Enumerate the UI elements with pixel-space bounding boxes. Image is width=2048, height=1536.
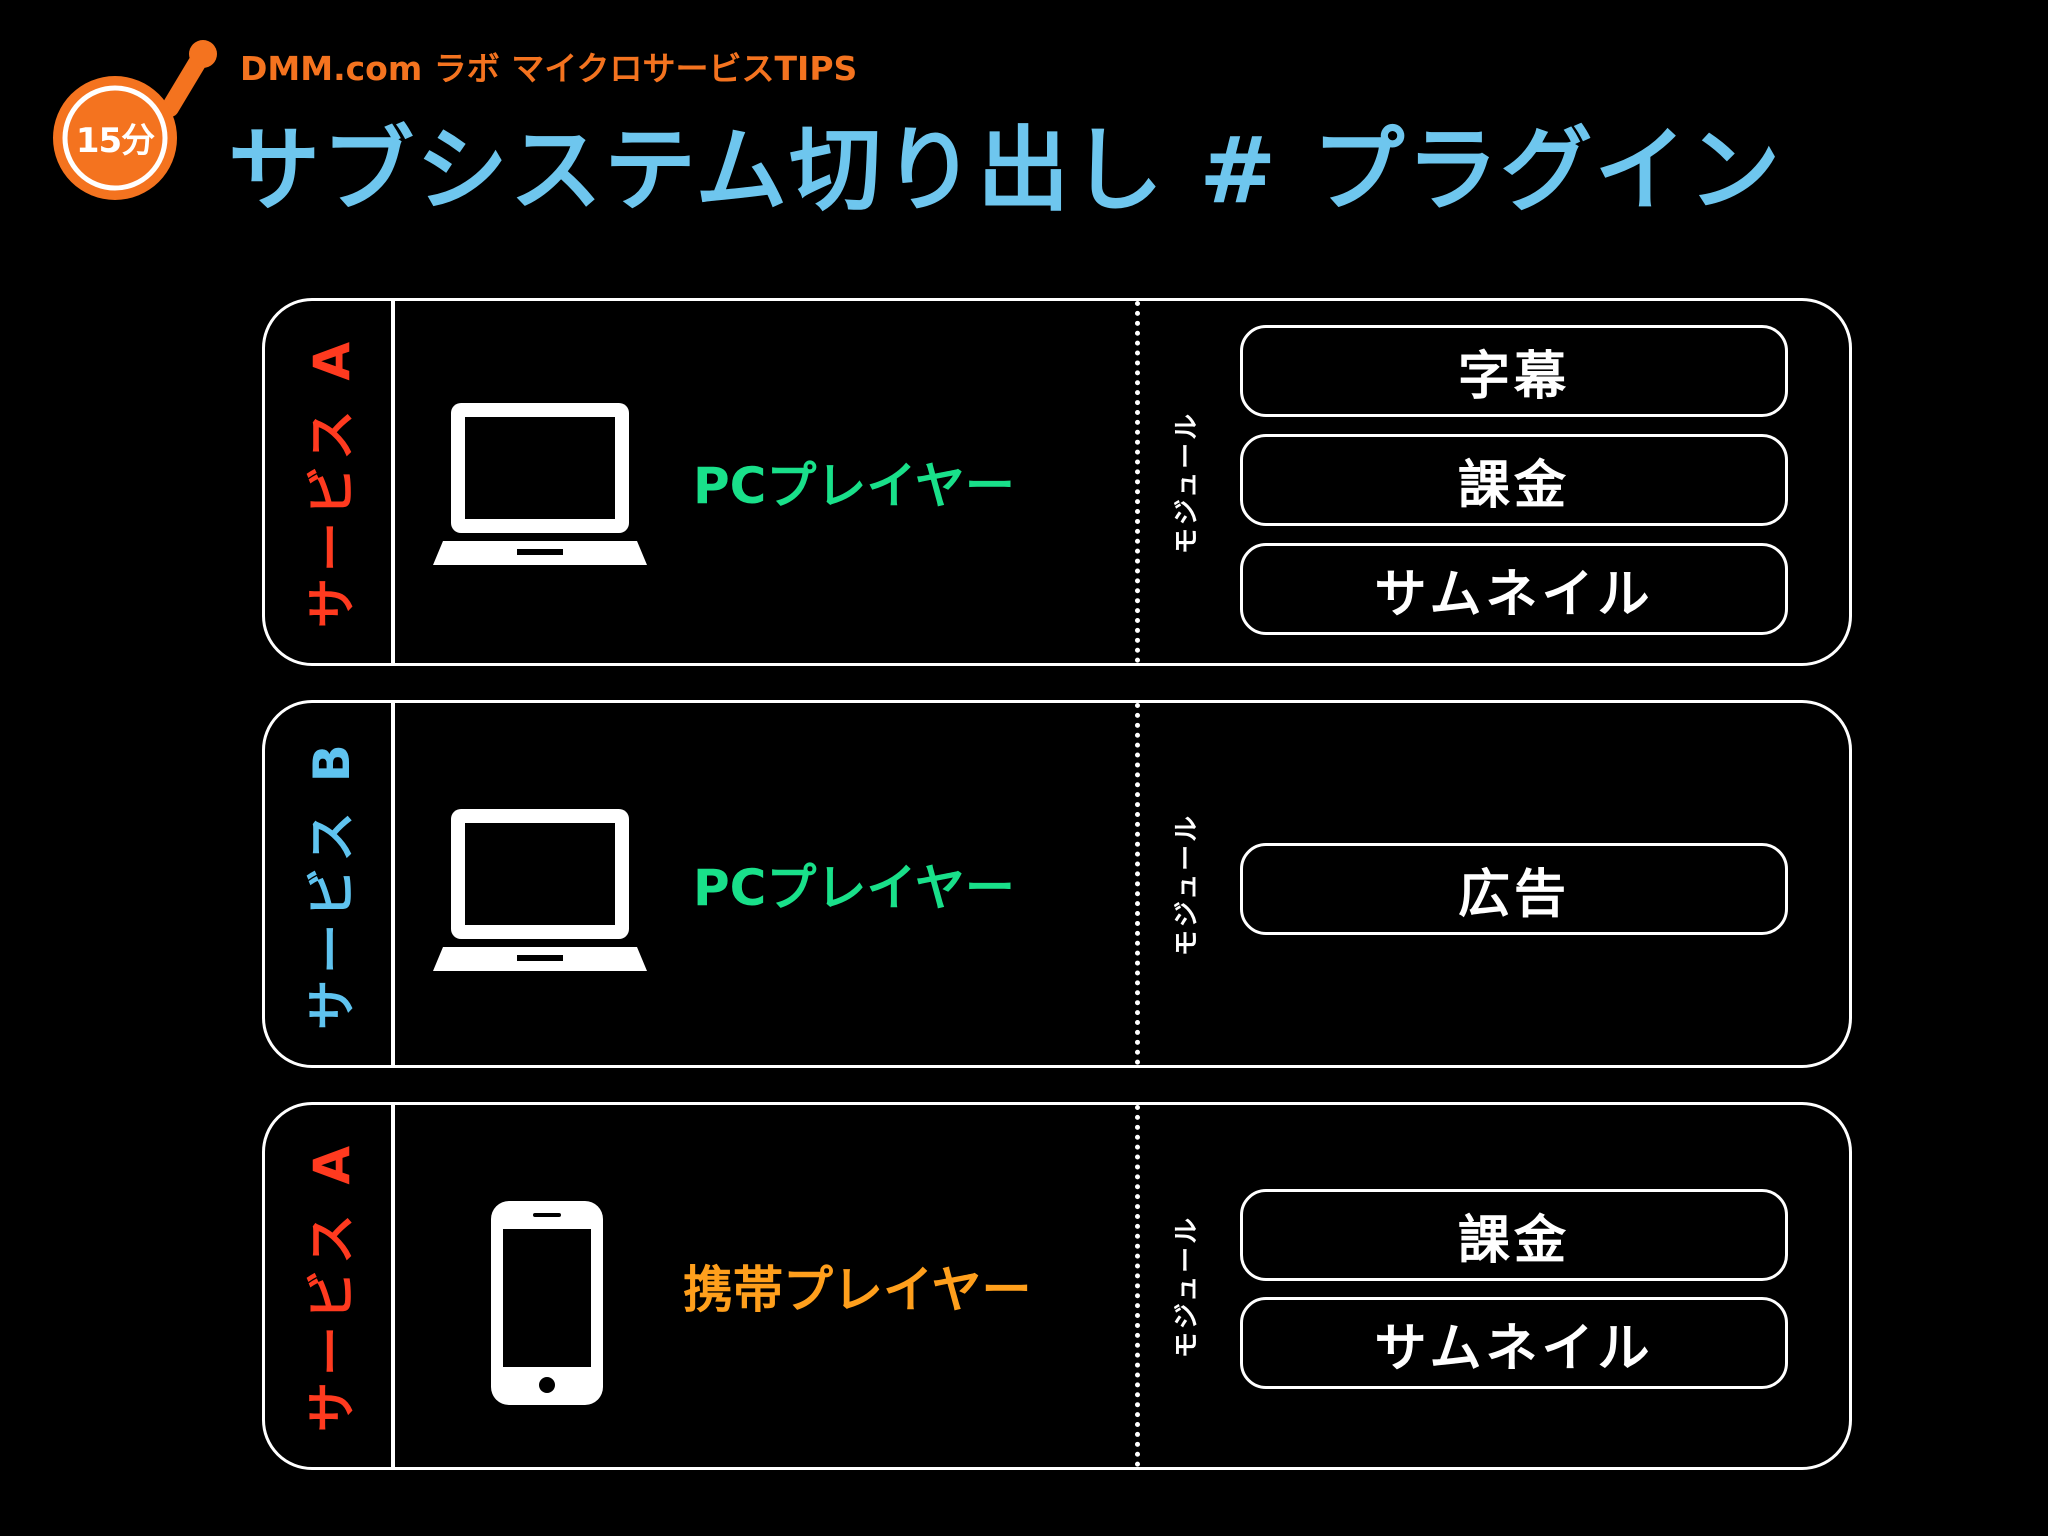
module-box: 字幕 [1240, 325, 1788, 417]
divider-line [391, 1105, 395, 1467]
divider-line [391, 301, 395, 663]
player-label: PCプレイヤー [693, 457, 1015, 515]
module-box: 課金 [1240, 434, 1788, 526]
laptop-icon [433, 809, 647, 971]
divider-line [391, 703, 395, 1065]
service-label: サービス A [303, 1139, 362, 1433]
service-label: サービス A [303, 335, 362, 629]
service-panel-b-pc: サービス B PCプレイヤー モジュール 広告 [262, 700, 1852, 1068]
module-boundary-line [1135, 703, 1140, 1065]
service-label: サービス B [303, 738, 361, 1030]
service-panel-a-pc: サービス A PCプレイヤー モジュール 字幕 課金 サムネイル [262, 298, 1852, 666]
service-panel-a-mobile: サービス A 携帯プレイヤー モジュール 課金 サムネイル [262, 1102, 1852, 1470]
module-label: モジュール [1172, 410, 1203, 554]
smartphone-icon [491, 1201, 603, 1405]
module-box: サムネイル [1240, 543, 1788, 635]
frying-pan-logo-icon [53, 40, 217, 200]
module-label: モジュール [1172, 1214, 1203, 1358]
module-box: 広告 [1240, 843, 1788, 935]
player-label: 携帯プレイヤー [683, 1261, 1032, 1319]
laptop-icon [433, 403, 647, 565]
module-box: 課金 [1240, 1189, 1788, 1281]
module-label: モジュール [1172, 812, 1203, 956]
page-title: サブシステム切り出し # プラグイン [228, 117, 1783, 224]
player-label: PCプレイヤー [693, 859, 1015, 917]
duration-badge: 15分 [75, 121, 155, 161]
series-subtitle: DMM.com ラボ マイクロサービスTIPS [240, 49, 858, 88]
module-box: サムネイル [1240, 1297, 1788, 1389]
module-boundary-line [1135, 1105, 1140, 1467]
module-boundary-line [1135, 301, 1140, 663]
